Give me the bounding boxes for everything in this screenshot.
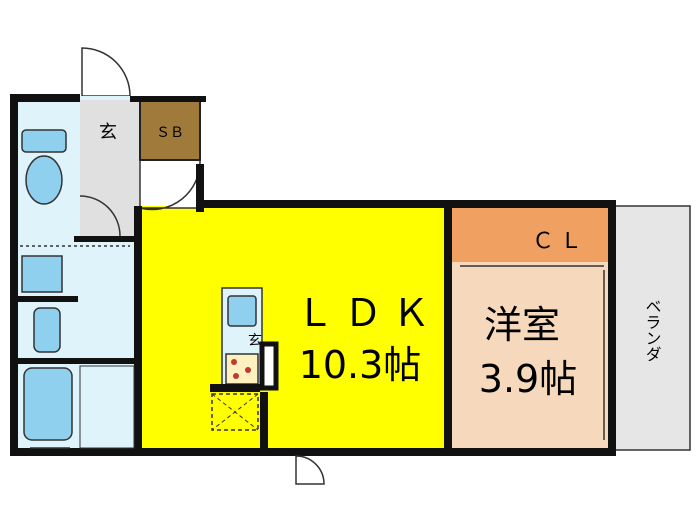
- ldk-room: [140, 206, 450, 448]
- washer: [21, 255, 63, 293]
- kitchen-sink: [227, 295, 257, 327]
- toilet-bowl: [25, 155, 63, 205]
- kitchen-entrance-label: 玄: [248, 332, 262, 349]
- western-room: [450, 262, 610, 448]
- bath-door: [79, 365, 135, 449]
- balcony-label: ベランダ: [643, 298, 662, 362]
- ldk-door-swing: [139, 159, 201, 211]
- western-size-label: 3.9帖: [479, 357, 577, 401]
- bathtub: [23, 367, 73, 441]
- hall-door-swing: [79, 195, 121, 237]
- ldk-name-label: ＬＤＫ: [296, 291, 440, 335]
- entry-hall: [80, 100, 140, 240]
- closet-label: ＣＬ: [532, 229, 588, 254]
- walls: [10, 94, 616, 456]
- kitchen-pillar: [260, 392, 268, 448]
- bottom-door-swing: [295, 455, 325, 485]
- ldk-size-label: 10.3帖: [299, 343, 422, 387]
- fridge-space: [211, 393, 259, 431]
- washbasin: [33, 307, 61, 353]
- burner-icon: [233, 373, 239, 379]
- closet: [450, 206, 610, 262]
- western-name-label: 洋室: [484, 303, 560, 347]
- kitchen-column: [259, 341, 279, 391]
- kitchen-wall: [210, 384, 260, 392]
- storage-label: ＳＢ: [156, 125, 184, 141]
- burner-icon: [231, 359, 237, 365]
- stove: [225, 353, 259, 385]
- balcony: [613, 205, 691, 451]
- storage-room: [139, 99, 201, 161]
- entrance-door-swing: [81, 47, 131, 97]
- windows: [20, 245, 605, 449]
- entrance-label: 玄: [99, 122, 117, 143]
- toilet-tank: [21, 129, 67, 153]
- burner-icon: [245, 367, 251, 373]
